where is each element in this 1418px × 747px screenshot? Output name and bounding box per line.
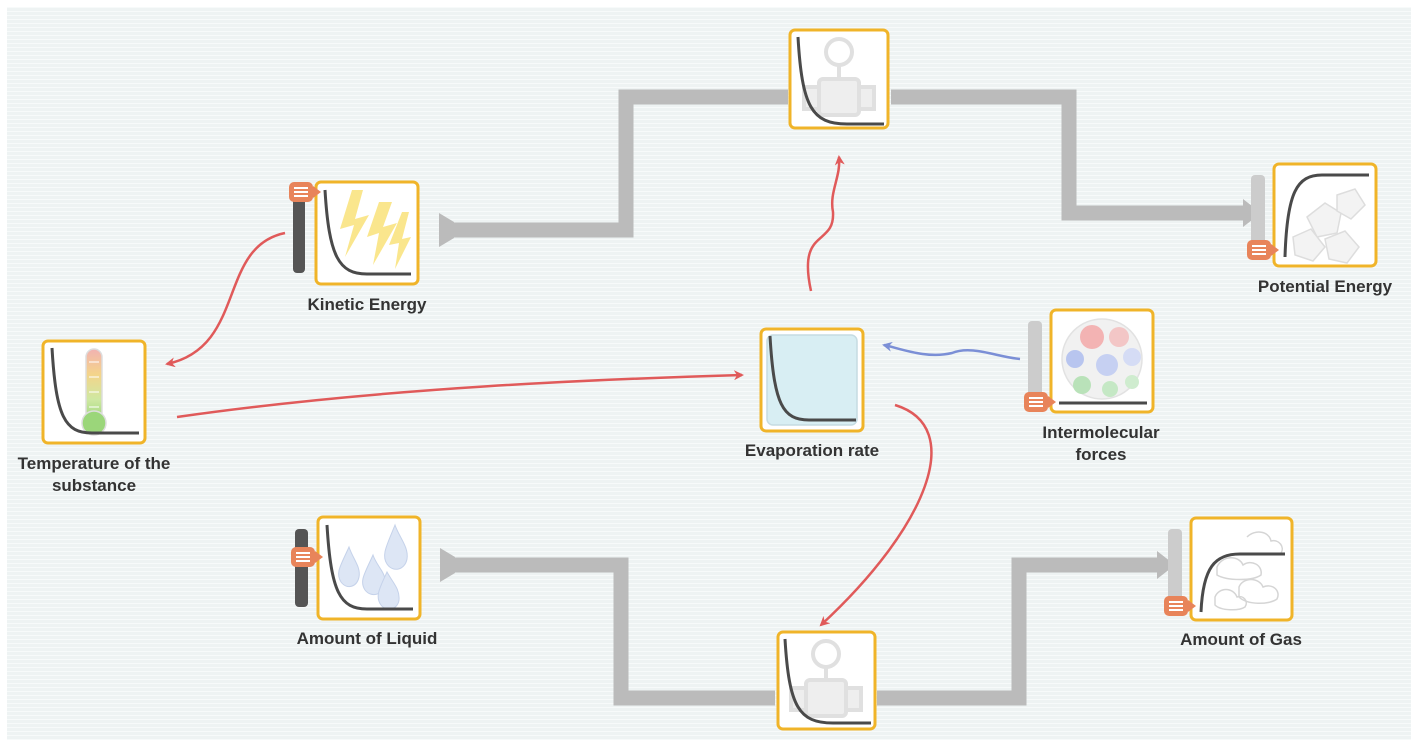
variable-evaporation-rate[interactable] [759,327,865,433]
link-evaporation-to-bottom-valve [819,403,933,627]
water-panel-icon [766,334,858,426]
label-potential-energy: Potential Energy [1257,277,1393,296]
menu-icon[interactable] [1164,596,1196,616]
label-kinetic-energy: Kinetic Energy [307,295,427,314]
link-kinetic-to-temperature [165,231,286,368]
label-intermolecular-forces: Intermolecular forces [1042,423,1160,464]
diagram-svg [41,28,1378,731]
diagram-canvas: Kinetic Energy Potential Energy Temperat… [7,7,1411,740]
stock-amount-of-gas[interactable] [1164,516,1294,622]
stock-level-bar [295,529,308,607]
variable-temperature[interactable] [41,339,147,445]
label-evaporation-rate: Evaporation rate [744,441,880,460]
flow-valve-bottom[interactable] [776,630,877,731]
stock-curve [1199,552,1285,613]
flow-valve-top[interactable] [788,28,890,130]
valve-curve [796,36,884,126]
label-amount-of-gas: Amount of Gas [1180,630,1302,649]
rocks-icon [1292,188,1366,264]
flow-pipe-bottom-source-end [440,548,455,582]
stock-level-bar [293,193,305,273]
stock-curve [323,189,411,276]
flow-pipe-top-source-end [439,213,454,247]
stock-curve [1283,173,1369,258]
water-drops-icon [338,523,408,610]
valve-curve [783,638,871,725]
flow-pipe-top [454,89,1245,238]
molecules-icon [1061,318,1143,400]
stock-potential-energy[interactable] [1247,162,1378,268]
stock-amount-of-liquid[interactable] [291,515,422,621]
stock-intermolecular-forces[interactable] [1024,308,1155,414]
stock-level-bar [1168,529,1182,605]
link-evaporation-to-top-valve [806,155,845,292]
label-amount-of-liquid: Amount of Liquid [296,629,438,648]
thermometer-icon [81,348,107,436]
stock-kinetic-energy[interactable] [289,180,420,286]
valve-icon [802,37,876,117]
flow-pipe-bottom [455,557,1159,706]
link-intermolecular-to-evaporation [882,341,1021,361]
stock-curve [325,524,413,611]
stock-level-bar [1251,175,1265,249]
variable-curve [50,347,139,435]
menu-icon[interactable] [1247,240,1279,260]
stock-level-bar [1028,321,1042,397]
label-temperature: Temperature of the substance [17,454,171,495]
menu-icon[interactable] [1024,392,1056,412]
link-temperature-to-evaporation [176,370,744,419]
lightning-icon [340,190,411,269]
menu-icon[interactable] [289,182,321,202]
variable-curve [768,335,856,422]
menu-icon[interactable] [291,547,323,567]
gas-clouds-icon [1214,531,1283,611]
flow-pipe-bottom-arrowhead [1157,551,1175,579]
